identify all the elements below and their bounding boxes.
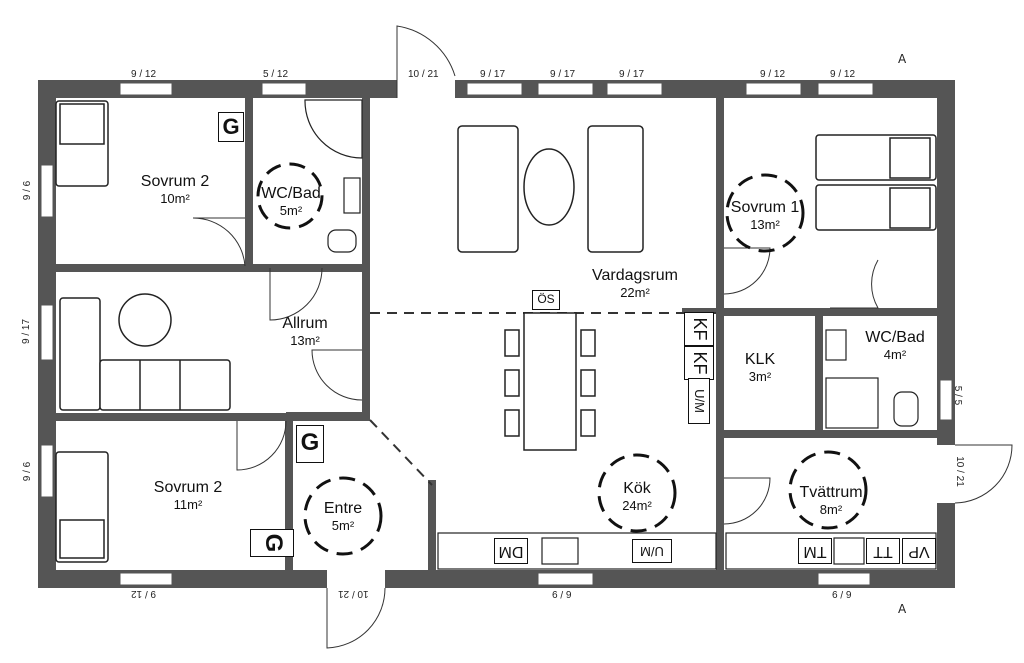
vp-symbol: VP: [902, 538, 936, 564]
dimension-top: 9 / 12: [830, 69, 856, 80]
dimension-right: 10 / 21: [953, 456, 965, 487]
room-sovrum2-bottom: Sovrum 2 11m²: [138, 478, 238, 513]
room-tvattrum: Tvättrum 8m²: [786, 483, 876, 518]
room-name: Tvättrum: [799, 484, 863, 501]
dimension-bottom: 6 / 9: [552, 588, 572, 599]
dimension-left: 9 / 17: [21, 318, 33, 345]
room-vardagsrum: Vardagsrum 22m²: [575, 266, 695, 301]
room-klk: KLK 3m²: [728, 350, 792, 385]
dimension-bottom: 6 / 9: [832, 588, 852, 599]
door-swings: [192, 25, 1013, 649]
tt-symbol: TT: [866, 538, 900, 564]
room-sovrum1: Sovrum 1 13m²: [722, 198, 808, 233]
os-symbol: ÖS: [532, 290, 560, 310]
room-name: KLK: [744, 351, 776, 368]
room-name: Entre: [323, 500, 363, 517]
room-area: 8m²: [819, 502, 843, 517]
dimension-left: 9 / 6: [22, 461, 34, 482]
dimension-right: 5 / 5: [952, 385, 964, 406]
outer-door-gaps: [327, 80, 955, 588]
room-area: 10m²: [160, 191, 190, 206]
um-symbol: U/M: [688, 378, 710, 424]
room-wc-bad-right: WC/Bad 4m²: [850, 328, 940, 363]
room-area: 22m²: [620, 285, 650, 300]
dimension-bottom: 10 / 21: [338, 588, 369, 599]
room-name: Sovrum 1: [730, 199, 800, 216]
room-kok: Kök 24m²: [600, 479, 674, 514]
furniture-sofas: [59, 125, 644, 411]
dimension-top: 9 / 12: [131, 69, 157, 80]
room-area: 4m²: [883, 347, 907, 362]
dimension-top: 9 / 12: [760, 69, 786, 80]
room-area: 24m²: [622, 498, 652, 513]
furniture-tables: [118, 148, 596, 451]
room-circles: [256, 162, 868, 556]
room-name: WC/Bad: [261, 185, 321, 202]
room-sovrum2-top: Sovrum 2 10m²: [125, 172, 225, 207]
bathroom-fixtures: [304, 99, 919, 429]
room-name: Sovrum 2: [140, 173, 210, 190]
room-area: 5m²: [279, 203, 303, 218]
room-area: 13m²: [290, 333, 320, 348]
room-area: 13m²: [750, 217, 780, 232]
room-area: 3m²: [748, 369, 772, 384]
room-entre: Entre 5m²: [306, 499, 380, 534]
wardrobe-symbol: G: [218, 112, 244, 142]
um-symbol: U/M: [632, 539, 672, 563]
kf-symbol: KF: [684, 346, 714, 380]
room-allrum: Allrum 13m²: [255, 314, 355, 349]
windows: [40, 82, 953, 586]
room-name: Sovrum 2: [153, 479, 223, 496]
room-area: 5m²: [331, 518, 355, 533]
dimension-top: 9 / 17: [550, 69, 576, 80]
section-marker-top: A: [898, 52, 907, 66]
room-name: Vardagsrum: [592, 267, 678, 284]
dm-symbol: DM: [494, 538, 528, 564]
section-marker-bottom: A: [898, 602, 907, 616]
dimension-top: 10 / 21: [408, 69, 439, 80]
wardrobe-symbol: G: [250, 529, 294, 557]
room-area: 11m²: [173, 497, 203, 512]
room-name: Allrum: [282, 315, 328, 332]
inner-walls: [56, 98, 940, 573]
tm-symbol: TM: [798, 538, 832, 564]
wardrobe-symbol: G: [296, 425, 324, 463]
dimension-top: 5 / 12: [263, 69, 289, 80]
dimension-bottom: 9 / 12: [131, 588, 157, 599]
furniture-beds: [55, 100, 937, 563]
room-name: WC/Bad: [865, 329, 925, 346]
room-name: Kök: [623, 480, 651, 497]
dimension-top: 9 / 17: [619, 69, 645, 80]
dimension-left: 9 / 6: [22, 180, 34, 201]
dimension-top: 9 / 17: [480, 69, 506, 80]
kf-symbol: KF: [684, 312, 714, 346]
room-wc-bad-left: WC/Bad 5m²: [255, 184, 327, 219]
